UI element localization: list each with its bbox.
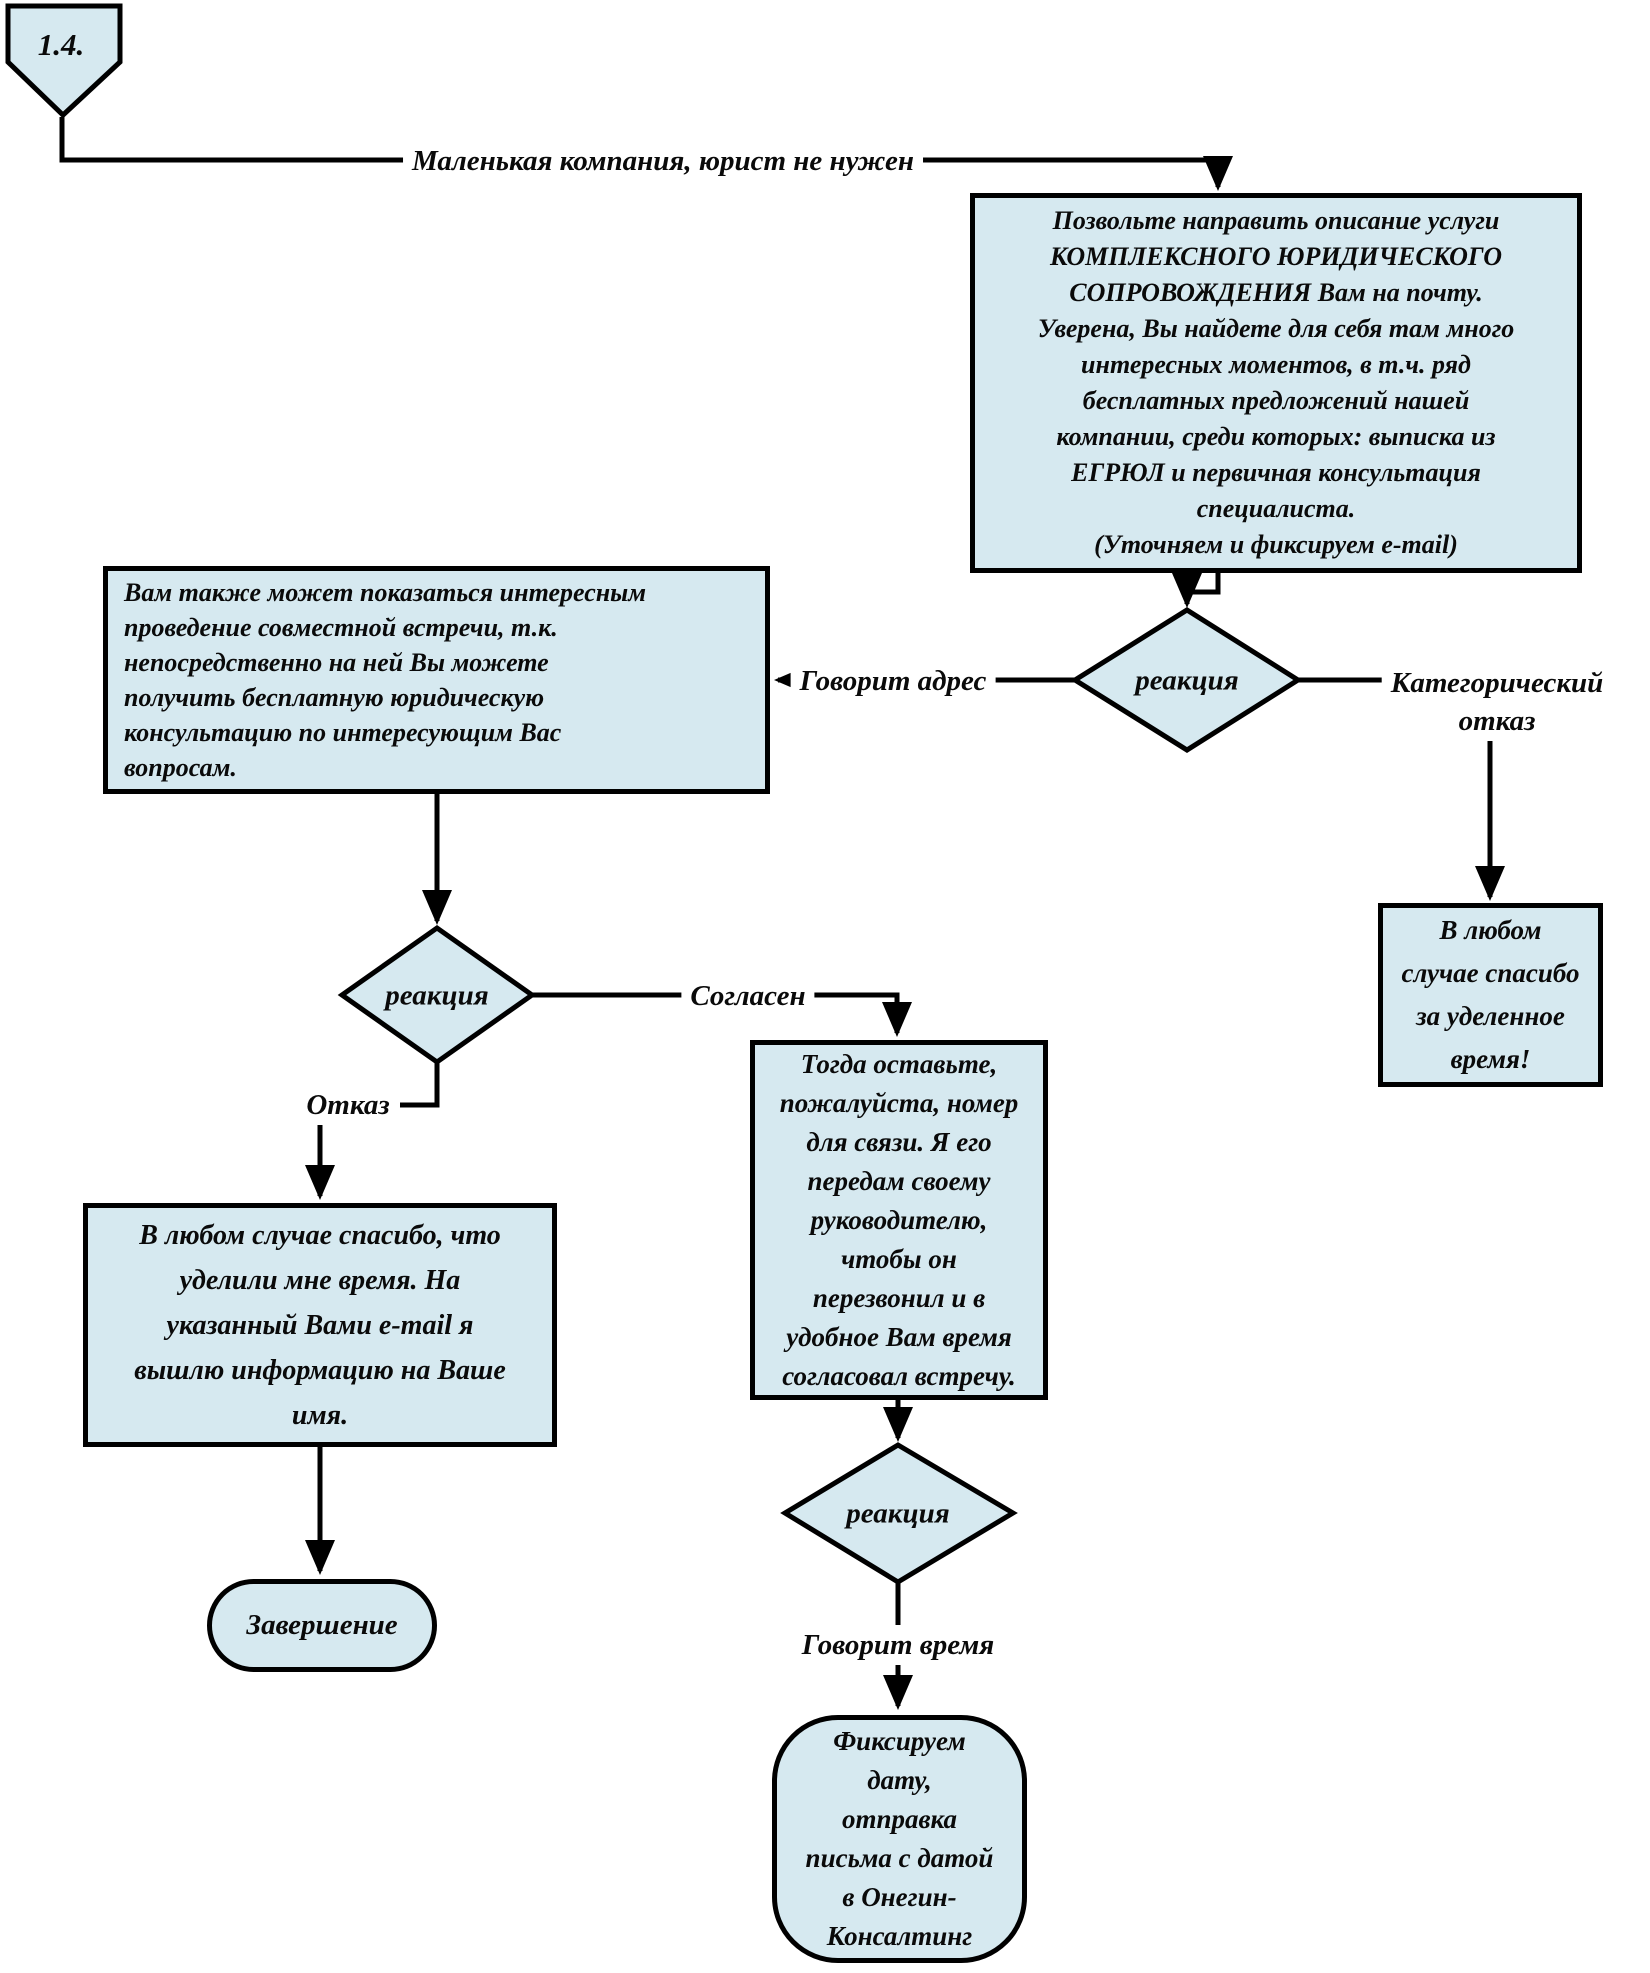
node-completion-text: Завершение bbox=[246, 1609, 398, 1641]
node-meeting-suggestion-text: Вам также может показаться интересным пр… bbox=[124, 578, 647, 782]
node-offer-email: Позвольте направить описание услуги КОМП… bbox=[970, 193, 1582, 573]
edge-agrees-line bbox=[532, 992, 912, 1038]
start-node-label: 1.4. bbox=[37, 27, 85, 62]
edge-label-agrees: Согласен bbox=[681, 976, 815, 1016]
edge-label-refusal: Отказ bbox=[297, 1085, 399, 1125]
node-offer-email-text: Позвольте направить описание услуги КОМП… bbox=[1037, 206, 1515, 559]
node-thanks-email: В любом случае спасибо, что уделили мне … bbox=[83, 1203, 557, 1447]
edge-offer-to-reaction1-line bbox=[1172, 573, 1221, 609]
edge-refusal-elbow-line bbox=[400, 1062, 440, 1108]
decision-reaction-2 bbox=[337, 924, 537, 1066]
node-completion: Завершение bbox=[207, 1579, 437, 1672]
node-fix-date-text: Фиксируем дату, отправка письма с датой … bbox=[805, 1726, 994, 1951]
edge-label-categorical-refusal: Категорический отказ bbox=[1381, 663, 1613, 741]
node-leave-number-text: Тогда оставьте, пожалуйста, номер для св… bbox=[779, 1048, 1019, 1391]
decision-reaction-1-label: реакция bbox=[1135, 664, 1239, 697]
node-thanks-time-text: В любом случае спасибо за уделенное врем… bbox=[1401, 915, 1580, 1074]
start-node-1-4 bbox=[5, 3, 123, 119]
node-meeting-suggestion: Вам также может показаться интересным пр… bbox=[103, 566, 770, 794]
edge-label-says-time: Говорит время bbox=[792, 1625, 1004, 1665]
decision-reaction-1 bbox=[1070, 607, 1303, 753]
node-fix-date: Фиксируем дату, отправка письма с датой … bbox=[772, 1715, 1027, 1963]
node-leave-number: Тогда оставьте, пожалуйста, номер для св… bbox=[750, 1040, 1048, 1400]
edge-label-small-company: Маленькая компания, юрист не нужен bbox=[403, 141, 923, 181]
node-thanks-time: В любом случае спасибо за уделенное врем… bbox=[1378, 903, 1603, 1087]
decision-reaction-3-label: реакция bbox=[846, 1497, 950, 1530]
edge-label-says-address: Говорит адрес bbox=[790, 661, 996, 701]
node-thanks-email-text: В любом случае спасибо, что уделили мне … bbox=[134, 1219, 506, 1431]
decision-reaction-3 bbox=[780, 1442, 1018, 1585]
decision-reaction-2-label: реакция bbox=[385, 979, 489, 1012]
